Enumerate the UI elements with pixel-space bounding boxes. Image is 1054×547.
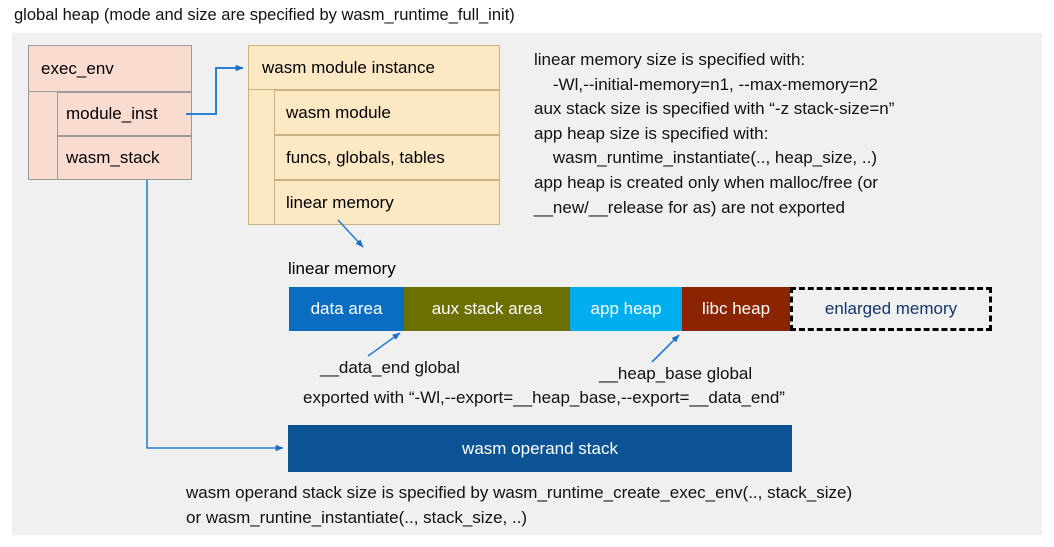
operand-stack-note: wasm operand stack size is specified by … — [186, 483, 853, 527]
memory-segment-aux-stack-area-label: aux stack area — [431, 299, 543, 318]
module-instance-field-linear-memory-label: linear memory — [286, 192, 394, 212]
memory-segment-libc-heap-label: libc heap — [701, 299, 771, 318]
memory-segment-data-area-label: data area — [310, 299, 383, 318]
exec-env-field-wasm-stack[interactable]: wasm_stack — [57, 136, 192, 180]
wasm-operand-stack-box[interactable]: wasm operand stack — [288, 425, 792, 472]
linear-memory-note: linear memory size is specified with: -W… — [534, 50, 895, 217]
module-instance-field-linear-memory[interactable]: linear memory — [274, 180, 500, 225]
module-instance-field-funcs-globals-tables-label: funcs, globals, tables — [286, 147, 445, 167]
memory-segment-enlarged-memory[interactable]: enlarged memory — [790, 287, 992, 331]
wasm-operand-stack-label: wasm operand stack — [462, 438, 618, 458]
exec-env-title-cell: exec_env — [28, 45, 192, 92]
module-instance-field-wasm-module-label: wasm module — [286, 102, 391, 122]
memory-segment-app-heap[interactable]: app heap — [570, 287, 682, 331]
annotation-data-end: __data_end global — [320, 358, 460, 377]
memory-segment-aux-stack-area[interactable]: aux stack area — [404, 287, 570, 331]
module-instance-field-wasm-module[interactable]: wasm module — [274, 90, 500, 135]
memory-segment-enlarged-memory-label: enlarged memory — [824, 299, 958, 318]
exec-env-field-wasm-stack-label: wasm_stack — [66, 148, 160, 167]
memory-segment-libc-heap[interactable]: libc heap — [682, 287, 790, 331]
page-title: global heap (mode and size are specified… — [14, 6, 515, 24]
linear-memory-strip-label: linear memory — [288, 259, 396, 278]
module-instance-field-funcs-globals-tables[interactable]: funcs, globals, tables — [274, 135, 500, 180]
module-instance-title: wasm module instance — [262, 57, 435, 77]
memory-segment-data-area[interactable]: data area — [289, 287, 404, 331]
memory-segment-app-heap-label: app heap — [590, 299, 662, 318]
exec-env-field-module-inst[interactable]: module_inst — [57, 92, 192, 136]
module-instance-title-cell: wasm module instance — [248, 45, 500, 90]
exec-env-title: exec_env — [41, 58, 114, 78]
annotation-heap-base: __heap_base global — [599, 364, 753, 383]
exec-env-field-module-inst-label: module_inst — [66, 104, 158, 123]
annotation-exported-with: exported with “-Wl,--export=__heap_base,… — [303, 388, 785, 407]
